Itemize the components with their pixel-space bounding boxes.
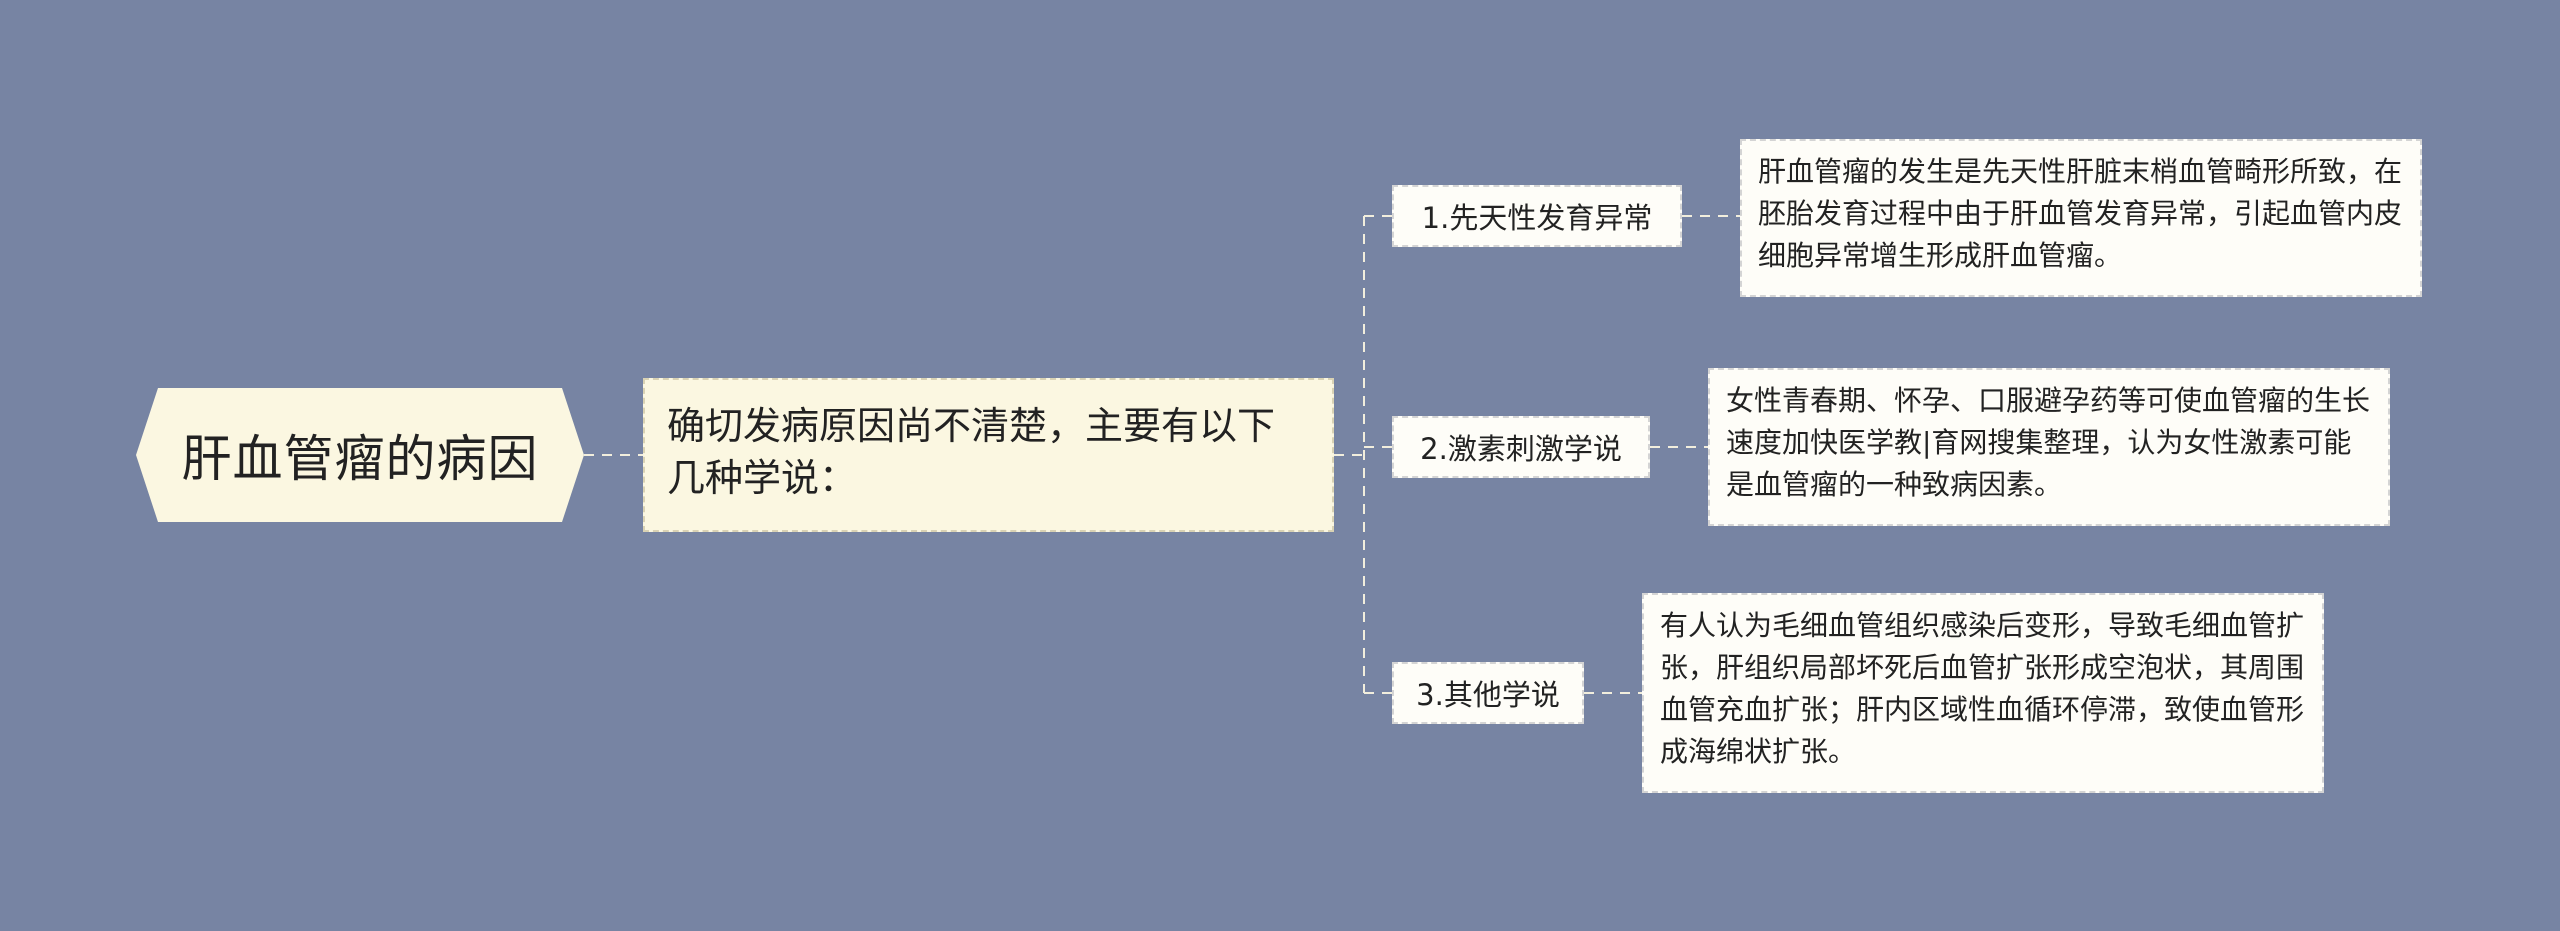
branch-topic-2-label: 2.激素刺激学说 — [1420, 432, 1622, 466]
branch-topic-3-label: 3.其他学说 — [1416, 678, 1560, 712]
root-topic[interactable]: 肝血管瘤的病因 — [136, 388, 584, 522]
branch-topic-2[interactable]: 2.激素刺激学说 — [1392, 416, 1650, 478]
detail-topic-3[interactable]: 有人认为毛细血管组织感染后变形，导致毛细血管扩张，肝组织局部坏死后血管扩张形成空… — [1642, 593, 2324, 793]
detail-topic-1-text: 肝血管瘤的发生是先天性肝脏末梢血管畸形所致，在胚胎发育过程中由于肝血管发育异常，… — [1758, 155, 2403, 272]
branch-topic-1-label: 1.先天性发育异常 — [1421, 201, 1653, 235]
detail-topic-2[interactable]: 女性青春期、怀孕、口服避孕药等可使血管瘤的生长速度加快医学教|育网搜集整理，认为… — [1708, 368, 2390, 526]
detail-topic-1[interactable]: 肝血管瘤的发生是先天性肝脏末梢血管畸形所致，在胚胎发育过程中由于肝血管发育异常，… — [1740, 139, 2422, 297]
branch-topic-1[interactable]: 1.先天性发育异常 — [1392, 185, 1682, 247]
branch-topic-3[interactable]: 3.其他学说 — [1392, 662, 1584, 724]
detail-topic-3-text: 有人认为毛细血管组织感染后变形，导致毛细血管扩张，肝组织局部坏死后血管扩张形成空… — [1660, 609, 2305, 768]
summary-topic[interactable]: 确切发病原因尚不清楚，主要有以下几种学说： — [643, 378, 1334, 532]
detail-topic-2-text: 女性青春期、怀孕、口服避孕药等可使血管瘤的生长速度加快医学教|育网搜集整理，认为… — [1726, 384, 2371, 501]
root-topic-label: 肝血管瘤的病因 — [181, 430, 539, 488]
summary-topic-label: 确切发病原因尚不清楚，主要有以下几种学说： — [667, 404, 1276, 500]
